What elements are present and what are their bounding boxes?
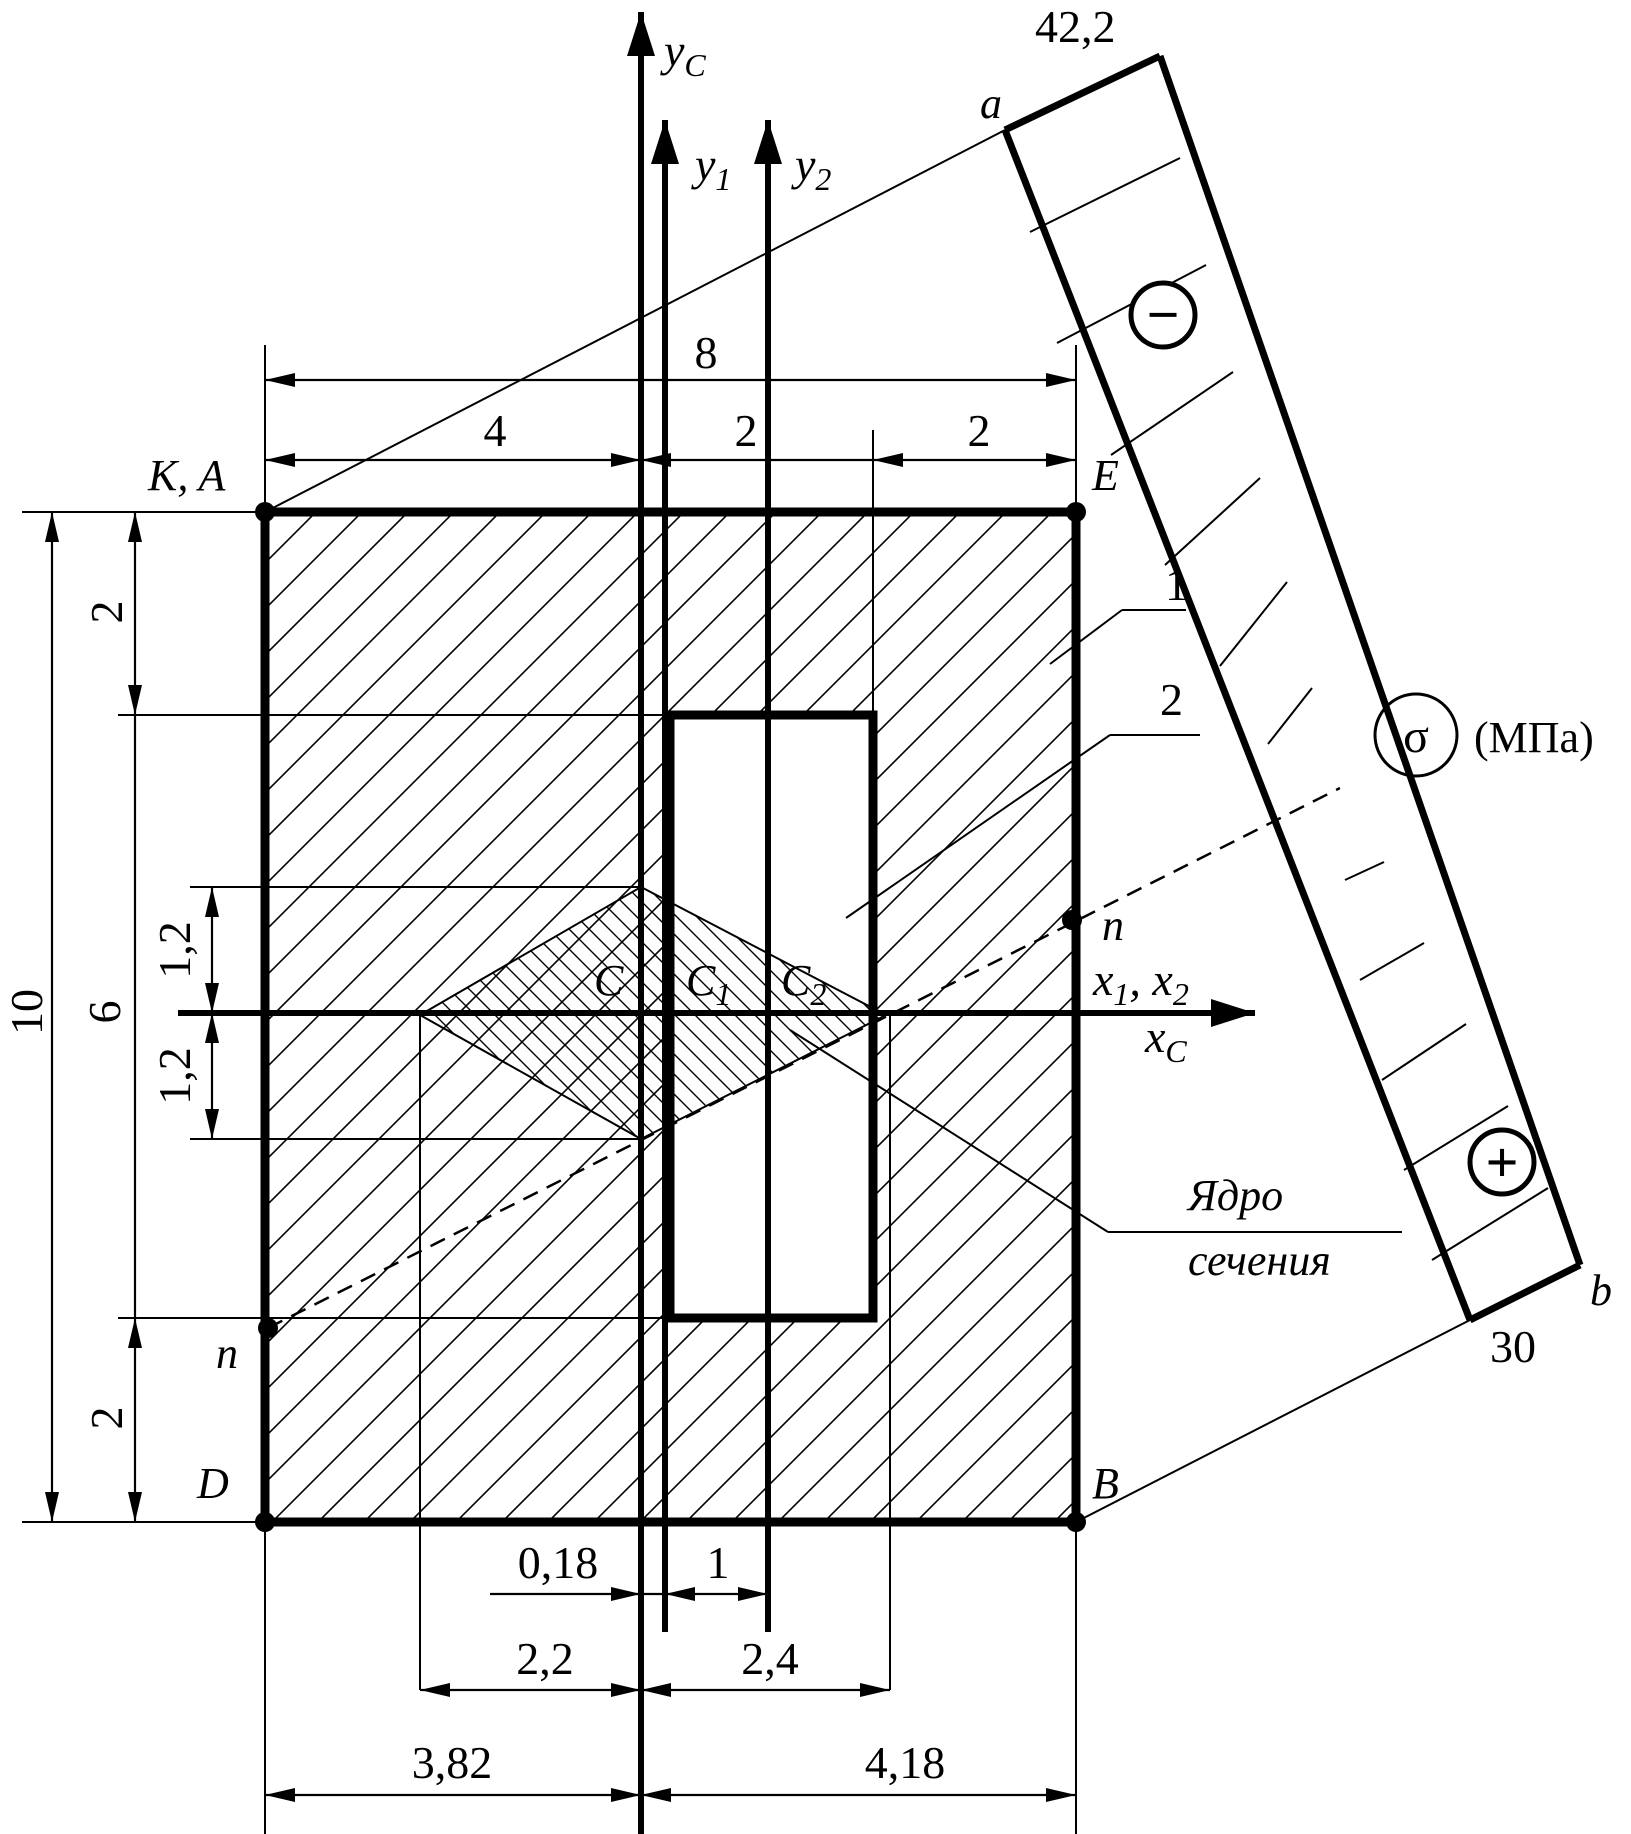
dim-bottom-right: 4,18: [865, 1737, 946, 1788]
dim-top-mid: 2: [735, 405, 758, 456]
point-n-right-label: n: [1102, 901, 1124, 950]
dim-offset-c2: 1: [707, 1537, 730, 1588]
corner-b-label: B: [1092, 1459, 1119, 1508]
stress-bottom-value: 30: [1490, 1321, 1536, 1372]
neutral-line: [267, 786, 1341, 1330]
corner-ka-label: K, A: [147, 451, 227, 500]
stress-base-line: [1001, 128, 1474, 1322]
core-leader: [789, 1029, 1109, 1233]
corner-d-label: D: [196, 1459, 229, 1508]
part-2-leader: [845, 734, 1111, 919]
dim-core-left: 2,2: [516, 1633, 574, 1684]
dim-left-inner: 6: [79, 1001, 130, 1024]
projection-line-a: [264, 129, 1006, 513]
dim-top-total: 8: [695, 327, 718, 378]
stress-diagram-hatch: [1029, 157, 1549, 1261]
dim-left-top: 2: [81, 601, 132, 624]
inner-hollow-rectangle: [665, 710, 878, 1323]
core-label-line2: сечения: [1188, 1236, 1331, 1285]
minus-sign: −: [1146, 282, 1179, 347]
centroid-c2-label: C2: [781, 956, 826, 1012]
point-n-left-label: n: [216, 1329, 238, 1378]
stress-bottom-edge: [1468, 1261, 1582, 1324]
dim-core-right: 2,4: [741, 1633, 799, 1684]
projection-line-b: [1075, 1319, 1471, 1523]
dim-offset-c1: 0,18: [518, 1537, 599, 1588]
dim-core-down: 1,2: [149, 1047, 200, 1105]
stress-point-b-label: b: [1590, 1266, 1612, 1315]
axis-yc-label: yC: [660, 25, 706, 83]
dim-top-left: 4: [484, 405, 507, 456]
plus-circle: [1467, 1127, 1537, 1197]
centroid-c-label: C: [594, 956, 624, 1005]
sigma-unit: (МПа): [1474, 713, 1594, 762]
axis-y2-label: y2: [791, 139, 831, 197]
dim-left-bottom: 2: [81, 1407, 132, 1430]
stress-outer-line: [1156, 54, 1584, 1267]
stress-top-edge: [1003, 52, 1162, 134]
stress-diagram-compression: [1005, 56, 1340, 788]
outer-rectangle: [260, 507, 1081, 1527]
dim-top-right: 2: [968, 405, 991, 456]
centroid-c1-label: C1: [686, 956, 731, 1012]
part-2-label: 2: [1160, 674, 1183, 725]
sigma-circle: [1373, 692, 1459, 778]
part-1-label: 1: [1165, 559, 1188, 610]
sigma-symbol: σ: [1403, 710, 1429, 763]
dim-core-up: 1,2: [149, 921, 200, 979]
extension-lines: [22, 345, 1077, 1834]
corner-e-label: E: [1091, 451, 1119, 500]
stress-diagram-tension: [1340, 788, 1580, 1320]
dim-left-total: 10: [1, 989, 52, 1035]
dimension-lines: [45, 373, 1076, 1802]
axis-xc-label: xC: [1144, 1011, 1187, 1069]
minus-circle: [1128, 280, 1198, 350]
part-1-leader: [1049, 609, 1123, 665]
core-label-line1: Ядро: [1186, 1171, 1283, 1220]
axis-y1-label: y1: [691, 139, 731, 197]
dim-bottom-left: 3,82: [412, 1737, 493, 1788]
stress-top-value: 42,2: [1035, 1, 1116, 52]
stress-point-a-label: a: [980, 79, 1002, 128]
axis-x12-label: x1, x2: [1092, 954, 1189, 1012]
plus-sign: +: [1485, 1130, 1518, 1195]
